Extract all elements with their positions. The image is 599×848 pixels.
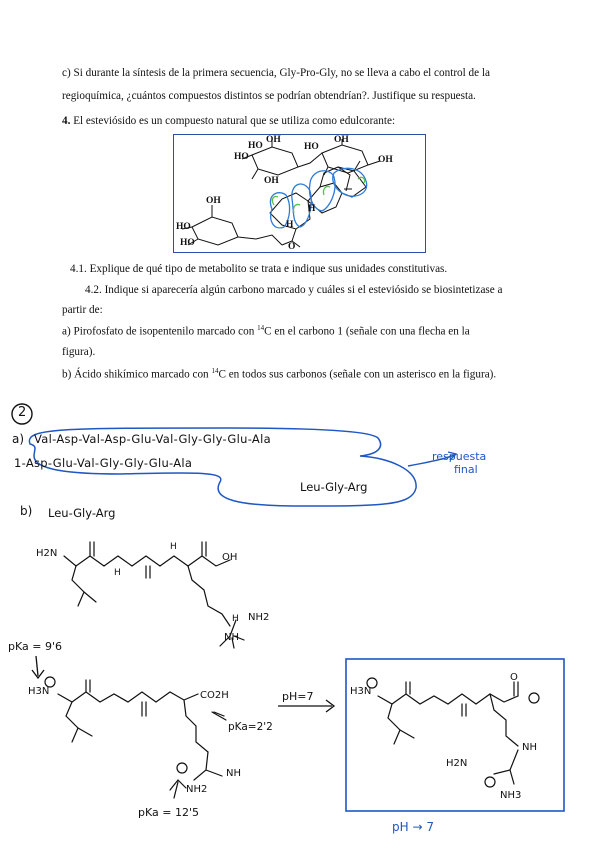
label-ph: pH=7: [282, 690, 314, 703]
label-ho-3: HO: [304, 142, 319, 152]
label-o-1: O: [288, 242, 296, 252]
stevioside-figure: OH OH HO HO OH HO OH OH HO HO H H O: [173, 134, 426, 253]
question-b-part2: C en todos sus carbonos (señale con un a…: [218, 368, 497, 381]
answer-question-number: 2: [18, 405, 27, 420]
answer-b-title: Leu-Gly-Arg: [48, 506, 116, 520]
question-4-text: El esteviósido es un compuesto natural q…: [70, 115, 396, 127]
label-ho-2: HO: [248, 141, 263, 151]
final-answer-label-1: respuesta: [432, 450, 487, 463]
label-h3n: H3N: [28, 686, 50, 697]
answer-a-label: a): [12, 432, 25, 446]
box-label-h2n: H2N: [446, 758, 468, 769]
label-nh-b: NH: [226, 768, 241, 779]
box-label-o: O: [510, 672, 518, 683]
label-h-b: H: [170, 542, 177, 552]
label-pka-3: pKa = 12'5: [138, 806, 199, 819]
final-answer-label-2: final: [454, 463, 478, 476]
label-oh-5: OH: [206, 196, 221, 206]
label-ho-1: HO: [234, 152, 249, 162]
label-oh-2: OH: [334, 135, 349, 145]
sequence-1: Val-Asp-Val-Asp-Glu-Val-Gly-Gly-Glu-Ala: [34, 432, 271, 446]
label-oh: OH: [222, 552, 238, 563]
question-a-part1: a) Pirofosfato de isopentenilo marcado c…: [62, 325, 258, 338]
label-nh2-b: NH2: [186, 784, 208, 795]
label-h-a: H: [114, 568, 121, 578]
label-nh2: NH2: [248, 612, 270, 623]
label-oh-3: OH: [378, 155, 393, 165]
label-ho-5: HO: [180, 238, 195, 248]
answer-b-label: b): [20, 504, 33, 518]
label-h2n: H2N: [36, 548, 58, 559]
question-4-2-a: a) Pirofosfato de isopentenilo marcado c…: [62, 324, 540, 340]
question-a-superscript: 14: [257, 324, 265, 332]
question-b-superscript: 14: [211, 367, 219, 375]
question-a-part2: C en el carbono 1 (señale con una flecha…: [264, 325, 470, 338]
question-4-number: 4.: [62, 115, 71, 127]
label-h-c: H: [232, 614, 239, 624]
label-oh-4: OH: [264, 176, 279, 186]
box-label-nh3: NH3: [500, 790, 522, 801]
question-c-line1: c) Si durante la síntesis de la primera …: [62, 67, 490, 79]
label-co2h: CO2H: [200, 690, 229, 701]
question-4-2-line1: 4.2. Indique si aparecería algún carbono…: [85, 284, 503, 296]
label-ho-4: HO: [176, 222, 191, 232]
question-4-1: 4.1. Explique de qué tipo de metabolito …: [70, 263, 448, 275]
label-h-2: H: [286, 220, 294, 230]
label-h-1: H: [308, 204, 316, 214]
question-4: 4. El esteviósido es un compuesto natura…: [62, 114, 540, 129]
question-4-2-line2: partir de:: [62, 304, 103, 316]
question-b-part1: b) Ácido shikímico marcado con: [62, 368, 212, 381]
box-label-h3n: H3N: [350, 686, 372, 697]
question-4-2-a-line2: figura).: [62, 346, 96, 358]
label-pka-1: pKa = 9'6: [8, 640, 62, 653]
question-4-2-b: b) Ácido shikímico marcado con 14C en to…: [62, 367, 540, 383]
label-pka-2: pKa=2'2: [228, 721, 273, 733]
question-c-line2: regioquímica, ¿cuántos compuestos distin…: [62, 90, 476, 102]
sequence-3: Leu-Gly-Arg: [300, 480, 368, 494]
label-oh-1: OH: [266, 135, 281, 145]
sequence-2: 1-Asp-Glu-Val-Gly-Gly-Glu-Ala: [14, 456, 193, 470]
stevioside-structure: [181, 139, 381, 248]
box-label-nh: NH: [522, 742, 537, 753]
label-nh: NH: [224, 632, 239, 643]
ph-note: pH → 7: [392, 820, 434, 834]
